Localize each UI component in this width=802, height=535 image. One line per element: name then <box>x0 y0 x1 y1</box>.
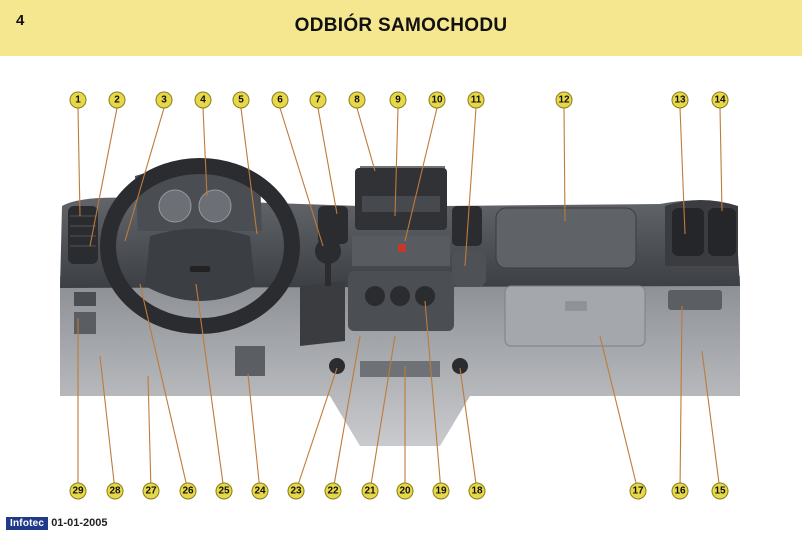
callout-9: 9 <box>389 91 407 109</box>
svg-text:8: 8 <box>354 95 360 106</box>
svg-text:21: 21 <box>364 486 376 497</box>
svg-text:27: 27 <box>145 486 157 497</box>
svg-text:17: 17 <box>632 486 644 497</box>
callout-8: 8 <box>348 91 366 109</box>
page-title: ODBIÓR SAMOCHODU <box>294 15 508 36</box>
callout-25: 25 <box>215 482 233 500</box>
callout-19: 19 <box>432 482 450 500</box>
svg-text:22: 22 <box>327 486 339 497</box>
callout-6: 6 <box>271 91 289 109</box>
svg-text:28: 28 <box>109 486 121 497</box>
callouts-bottom: 29 28 27 26 25 24 23 22 21 20 19 18 17 1… <box>69 482 729 500</box>
svg-text:16: 16 <box>674 486 686 497</box>
page-number: 4 <box>16 12 25 29</box>
infotec-logo: Infotec <box>6 516 49 530</box>
callout-16: 16 <box>671 482 689 500</box>
callout-1: 1 <box>69 91 87 109</box>
callout-3: 3 <box>155 91 173 109</box>
svg-text:15: 15 <box>714 486 726 497</box>
callout-22: 22 <box>324 482 342 500</box>
callout-14: 14 <box>711 91 729 109</box>
svg-text:25: 25 <box>218 486 230 497</box>
callout-24: 24 <box>251 482 269 500</box>
callout-27: 27 <box>142 482 160 500</box>
svg-text:18: 18 <box>471 486 483 497</box>
svg-text:2: 2 <box>114 95 120 106</box>
callout-17: 17 <box>629 482 647 500</box>
callout-7: 7 <box>309 91 327 109</box>
callout-20: 20 <box>396 482 414 500</box>
callout-12: 12 <box>555 91 573 109</box>
svg-text:11: 11 <box>471 95 482 106</box>
svg-text:3: 3 <box>161 95 167 106</box>
svg-text:10: 10 <box>431 95 443 106</box>
footer-date: 01-01-2005 <box>51 517 108 529</box>
callout-15: 15 <box>711 482 729 500</box>
callout-29: 29 <box>69 482 87 500</box>
dashboard-illustration <box>60 158 740 446</box>
callouts-top: 1 2 3 4 5 6 7 8 9 10 11 12 13 14 <box>69 91 729 109</box>
callout-21: 21 <box>361 482 379 500</box>
svg-text:29: 29 <box>72 486 84 497</box>
svg-text:19: 19 <box>435 486 447 497</box>
callout-11: 11 <box>467 91 485 109</box>
callout-26: 26 <box>179 482 197 500</box>
svg-text:20: 20 <box>399 486 411 497</box>
svg-text:13: 13 <box>674 95 686 106</box>
svg-text:7: 7 <box>315 95 321 106</box>
svg-text:26: 26 <box>182 486 194 497</box>
callout-4: 4 <box>194 91 212 109</box>
callout-10: 10 <box>428 91 446 109</box>
page-header: 4 ODBIÓR SAMOCHODU <box>0 0 802 56</box>
svg-text:9: 9 <box>395 95 401 106</box>
svg-text:14: 14 <box>714 95 726 106</box>
callout-5: 5 <box>232 91 250 109</box>
leader-lines <box>77 107 723 492</box>
page-footer: Infotec 01-01-2005 <box>6 516 107 530</box>
svg-text:12: 12 <box>558 95 570 106</box>
svg-text:23: 23 <box>290 486 302 497</box>
svg-text:1: 1 <box>75 95 81 106</box>
callout-2: 2 <box>108 91 126 109</box>
callout-18: 18 <box>468 482 486 500</box>
dashboard-diagram: 1 2 3 4 5 6 7 8 9 10 11 12 13 14 29 28 2… <box>60 91 740 500</box>
callout-13: 13 <box>671 91 689 109</box>
svg-text:6: 6 <box>277 95 283 106</box>
svg-text:5: 5 <box>238 95 244 106</box>
svg-text:4: 4 <box>200 95 206 106</box>
svg-text:24: 24 <box>254 486 266 497</box>
callout-23: 23 <box>287 482 305 500</box>
callout-28: 28 <box>106 482 124 500</box>
